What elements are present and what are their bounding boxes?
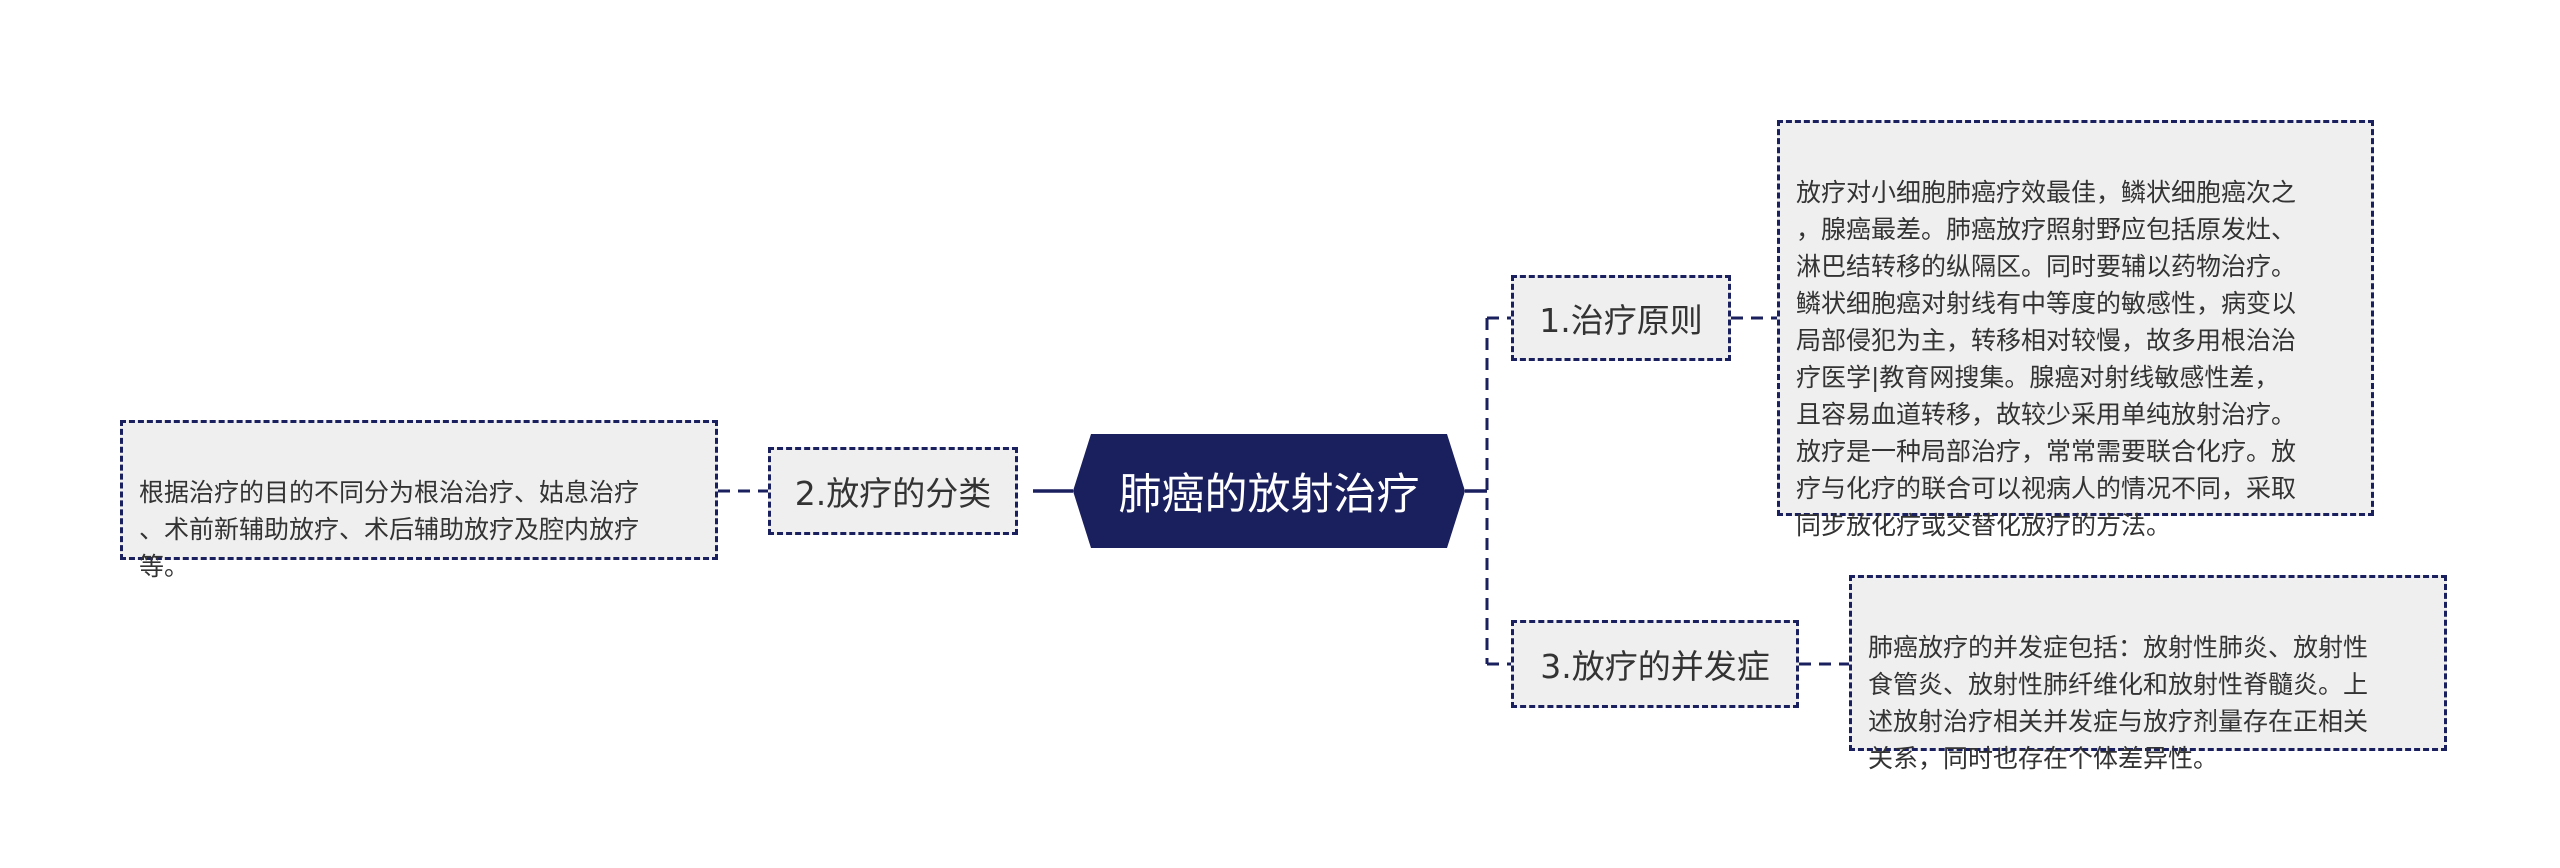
classification-detail-text: 根据治疗的目的不同分为根治治疗、姑息治疗 、术前新辅助放疗、术后辅助放疗及腔内放…	[139, 478, 640, 581]
branch-classification[interactable]: 2.放疗的分类	[768, 447, 1018, 535]
branch-complications[interactable]: 3.放疗的并发症	[1511, 620, 1799, 708]
root-topic[interactable]: 肺癌的放射治疗	[1073, 434, 1465, 548]
branch-treatment-principles[interactable]: 1.治疗原则	[1511, 275, 1731, 361]
branch-complications-label: 3.放疗的并发症	[1540, 647, 1770, 686]
complications-detail[interactable]: 肺癌放疗的并发症包括：放射性肺炎、放射性 食管炎、放射性肺纤维化和放射性脊髓炎。…	[1849, 575, 2447, 773]
complications-detail-text: 肺癌放疗的并发症包括：放射性肺炎、放射性 食管炎、放射性肺纤维化和放射性脊髓炎。…	[1868, 633, 2369, 773]
branch-treatment-principles-label: 1.治疗原则	[1539, 301, 1703, 340]
classification-detail[interactable]: 根据治疗的目的不同分为根治治疗、姑息治疗 、术前新辅助放疗、术后辅助放疗及腔内放…	[120, 420, 718, 581]
treatment-principles-detail-text: 放疗对小细胞肺癌疗效最佳，鳞状细胞癌次之 ，腺癌最差。肺癌放疗照射野应包括原发灶…	[1796, 178, 2297, 540]
branch-classification-label: 2.放疗的分类	[794, 474, 992, 513]
root-hexagon-shape	[1073, 434, 1465, 548]
treatment-principles-detail[interactable]: 放疗对小细胞肺癌疗效最佳，鳞状细胞癌次之 ，腺癌最差。肺癌放疗照射野应包括原发灶…	[1777, 120, 2374, 540]
root-topic-label: 肺癌的放射治疗	[1118, 470, 1420, 520]
